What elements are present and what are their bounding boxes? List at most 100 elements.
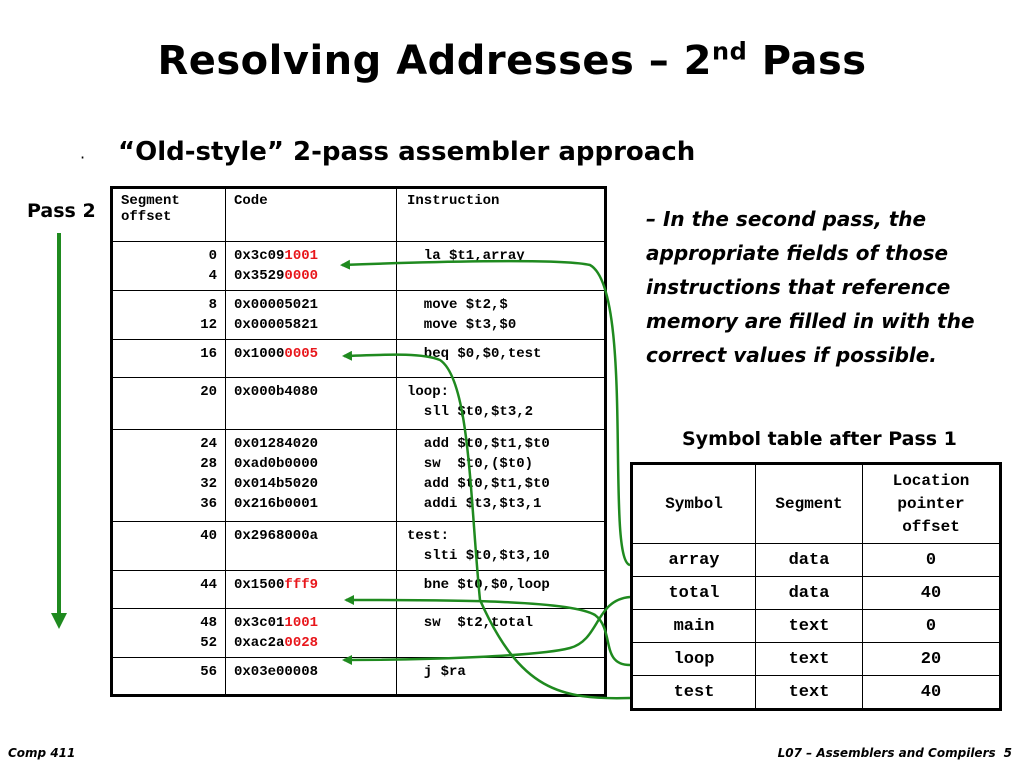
- machine-code: 0xac2a0028: [234, 633, 388, 653]
- offset-value: 32: [200, 476, 217, 492]
- offset-value: 36: [200, 496, 217, 512]
- instruction-text: bne $t0,$0,loop: [407, 577, 550, 593]
- offset-value: 12: [200, 317, 217, 333]
- offset-value: 52: [200, 635, 217, 651]
- instruction-cell: move $t2,$ move $t3,$0: [396, 290, 606, 340]
- machine-code: 0xad0b0000: [234, 454, 388, 474]
- instruction-text: la $t1,array: [407, 248, 525, 264]
- explanation-note: – In the second pass, the appropriate fi…: [646, 207, 975, 367]
- instruction-text: loop:: [407, 384, 450, 400]
- bullet-dot: ·: [80, 148, 86, 167]
- instruction-cell: bne $t0,$0,loop: [396, 570, 606, 609]
- pass-2-arrow-head-icon: [51, 613, 67, 629]
- code-prefix: 0x3c09: [234, 248, 285, 264]
- machine-code: 0x014b5020: [234, 474, 388, 494]
- footer-course: Comp 411: [8, 746, 76, 760]
- instruction-text: j $ra: [407, 664, 466, 680]
- resolved-field: 0005: [284, 346, 319, 362]
- code-prefix: 0x2968000a: [234, 528, 319, 544]
- symbol-symbol-cell: array: [631, 543, 756, 577]
- machine-code: 0x01284020: [234, 434, 388, 454]
- symbol-symbol-cell: loop: [631, 642, 756, 676]
- symbol-segment-cell: text: [755, 675, 863, 710]
- machine-code: 0x3c091001: [234, 246, 388, 266]
- symbol-symbol-cell: main: [631, 609, 756, 643]
- offset-value: 4: [208, 268, 217, 284]
- code-cell: 0x03e00008: [225, 657, 397, 696]
- header-symbol: Symbol: [631, 463, 756, 544]
- symbol-symbol-cell: test: [631, 675, 756, 710]
- instruction-text: addi $t3,$t3,1: [407, 496, 542, 512]
- offset-value: 28: [200, 456, 217, 472]
- instruction-text: sll $t0,$t3,2: [407, 404, 534, 420]
- instruction-text: move $t2,$: [407, 297, 508, 313]
- instruction-text: add $t0,$t1,$t0: [407, 436, 550, 452]
- code-prefix: 0x000b4080: [234, 384, 319, 400]
- offset-value: 48: [200, 615, 217, 631]
- machine-code: 0x1500fff9: [234, 575, 388, 595]
- instruction-text: add $t0,$t1,$t0: [407, 476, 550, 492]
- machine-code: 0x03e00008: [234, 662, 388, 682]
- offset-value: 20: [200, 384, 217, 400]
- machine-code: 0x00005021: [234, 295, 388, 315]
- machine-code: 0x216b0001: [234, 494, 388, 514]
- code-prefix: 0x1500: [234, 577, 285, 593]
- code-cell: 0x000b4080: [225, 377, 397, 430]
- machine-code: 0x000b4080: [234, 382, 388, 402]
- symbol-offset-cell: 0: [862, 543, 1001, 577]
- offset-value: 24: [200, 436, 217, 452]
- pass-2-arrow-line: [57, 233, 61, 615]
- symbol-offset-cell: 20: [862, 642, 1001, 676]
- code-prefix: 0x3c01: [234, 615, 285, 631]
- header-location-pointer-offset: Location pointer offset: [862, 463, 1001, 544]
- symbol-offset-cell: 40: [862, 576, 1001, 610]
- pass-2-label: Pass 2: [27, 200, 96, 222]
- instruction-cell: add $t0,$t1,$t0 sw $t0,($t0) add $t0,$t1…: [396, 429, 606, 522]
- code-cell: 0x2968000a: [225, 521, 397, 571]
- code-prefix: 0x00005021: [234, 297, 319, 313]
- resolved-field: 0000: [284, 268, 319, 284]
- machine-code: 0x3c011001: [234, 613, 388, 633]
- symbol-offset-cell: 40: [862, 675, 1001, 710]
- code-prefix: 0x216b0001: [234, 496, 319, 512]
- code-prefix: 0x03e00008: [234, 664, 319, 680]
- code-cell: 0x1500fff9: [225, 570, 397, 609]
- segment-offset-cell: 24 28 32 36: [111, 429, 226, 522]
- symbol-segment-cell: data: [755, 576, 863, 610]
- offset-value: 40: [200, 528, 217, 544]
- instruction-cell: beq $0,$0,test: [396, 339, 606, 378]
- symbol-segment-cell: data: [755, 543, 863, 577]
- resolved-field: 1001: [284, 248, 319, 264]
- code-cell: 0x10000005: [225, 339, 397, 378]
- offset-value: 44: [200, 577, 217, 593]
- instruction-cell: la $t1,array: [396, 241, 606, 291]
- machine-code: 0x2968000a: [234, 526, 388, 546]
- symbol-table-caption: Symbol table after Pass 1: [682, 428, 957, 450]
- instruction-text: slti $t0,$t3,10: [407, 548, 550, 564]
- code-prefix: 0xad0b0000: [234, 456, 319, 472]
- symbol-table: Symbol Segment Location pointer offset a…: [630, 462, 1002, 711]
- table-row: 20 0x000b4080 loop: sll $t0,$t3,2: [111, 377, 606, 430]
- symbol-segment-cell: text: [755, 642, 863, 676]
- table-row: 24 28 32 36 0x01284020 0xad0b0000 0x014b5020 0x…: [111, 429, 606, 522]
- segment-offset-cell: 56: [111, 657, 226, 696]
- code-table-header: Segment offset Code Instruction: [111, 187, 606, 242]
- instruction-cell: sw $t2,total: [396, 608, 606, 658]
- machine-code: 0x35290000: [234, 266, 388, 286]
- symbol-symbol-cell: total: [631, 576, 756, 610]
- header-segment: Segment: [755, 463, 863, 544]
